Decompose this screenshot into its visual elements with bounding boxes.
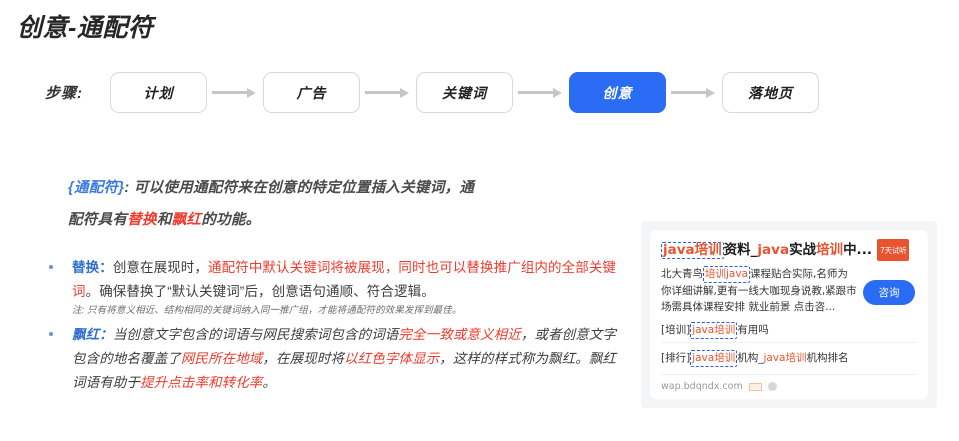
step-arrow [666,87,722,98]
bullet-segment: 以红色字体显示 [344,351,440,366]
ad-desc-segment: 北大青鸟 [661,268,703,280]
definition-colon: : [124,180,130,196]
steps-boxes: 计划 广告 关键词 创意 落地页 [110,72,819,113]
info-circle-icon[interactable] [767,382,777,391]
ad-sublink[interactable]: [培训]java培训有用吗 [661,321,917,339]
ad-sublink[interactable]: [排行]java培训机构_java培训机构排名 [661,349,917,367]
ad-sublink-segment: [培训] [661,324,691,336]
bullet-segment: ，或者创意文字包含的地名覆盖了 [72,327,617,366]
consult-button[interactable]: 咨询 [863,280,915,305]
bullet-lead: 替换： [72,260,113,275]
step-2[interactable]: 广告 [263,72,360,113]
ad-sublink-segment: 有用吗 [737,324,769,336]
ad-title[interactable]: java培训资料_java实战培训中... 7天试听 [661,239,917,261]
bullet-note: 注: 只有将意义相近、结构相同的关键词纳入同一推广组，才能将通配符的效果发挥到最… [72,305,462,316]
ad-mark-icon [748,382,762,391]
sublink-divider [661,342,917,343]
definition-replace-word: 替换 [127,212,157,228]
bullet-segment: ，在展现时将 [262,351,345,366]
ad-title-segment: 资料_ [723,241,758,258]
ad-footer-url[interactable]: wap.bdqndx.com [661,381,743,392]
ad-footer: wap.bdqndx.com [661,374,917,392]
definition-highlight-word: 飘红 [171,212,202,228]
step-label: 关键词 [442,84,487,101]
ad-sublink-segment: 机构_ [737,352,764,364]
wildcard-term: 通配符 [73,180,119,196]
ad-title-segment: 中... [843,241,872,258]
step-label: 计划 [143,84,174,101]
definition-paragraph: {通配符}: 可以使用通配符来在创意的特定位置插入关键词，通 配符具有替换和飘红… [68,172,573,236]
ad-sublink-segment: 机构排名 [806,352,849,364]
bullet-dot-icon [49,332,53,336]
ad-title-segment: 实战 [789,241,817,258]
bullet-text: 飘红：当创意文字包含的词语与网民搜索词包含的词语完全一致或意义相近，或者创意文字… [72,323,622,395]
bullet-lead: 飘红： [72,327,113,342]
step-label: 创意 [602,84,633,101]
brace-open: { [68,180,74,196]
definition-line2-a: 配符具有 [68,212,128,228]
bullet-item: 替换：创意在展现时，通配符中默认关键词将被展现，同时也可以替换推广组内的全部关键… [44,256,622,319]
step-arrow [513,87,569,98]
step-label: 广告 [296,84,327,101]
bullet-segment: 。 [262,375,277,390]
steps-flow: 步骤: 计划 广告 关键词 创意 落地页 [18,72,819,113]
bullet-text: 替换：创意在展现时，通配符中默认关键词将被展现，同时也可以替换推广组内的全部关键… [72,256,622,304]
ad-sublinks: [培训]java培训有用吗[排行]java培训机构_java培训机构排名 [661,321,917,367]
definition-line1: 可以使用通配符来在创意的特定位置插入关键词，通 [133,180,475,196]
ad-title-segment: 培训 [816,241,844,258]
bullet-segment: 当创意文字包含的词语与网民搜索词包含的词语 [112,327,399,342]
step-arrow [207,87,263,98]
bullet-list: 替换：创意在展现时，通配符中默认关键词将被展现，同时也可以替换推广组内的全部关键… [44,256,622,399]
ad-title-text: java培训资料_java实战培训中... [661,241,872,260]
bullet-segment: 。确保替换了“默认关键词”后，创意语句通顺、符合逻辑。 [85,284,435,299]
bullet-segment: 网民所在地域 [180,351,263,366]
brace-close: } [118,180,125,196]
step-5[interactable]: 落地页 [722,72,819,113]
step-3[interactable]: 关键词 [416,72,513,113]
bullet-segment: 通配符中默认关键词将被展现，同时也可以替换推广组内的全部关键词 [72,260,617,299]
bullet-segment: ，这样的样式称为飘红。飘红词语有助于 [72,351,617,390]
bullet-segment: 创意在展现时， [112,260,209,275]
ad-title-segment: java培训 [661,241,724,259]
step-label: 落地页 [748,84,793,101]
steps-label: 步骤: [45,85,83,102]
bullet-segment: 完全一致或意义相近 [398,327,521,342]
trial-badge: 7天试听 [876,239,910,261]
ad-sublink-segment: java培训 [690,350,738,367]
step-4-active[interactable]: 创意 [569,72,666,113]
definition-line2-b: 和 [156,212,172,228]
page-title: 创意-通配符 [17,14,154,42]
step-1[interactable]: 计划 [110,72,207,113]
ad-sublink-segment: java培训 [690,322,738,339]
bullet-segment: 提升点击率和转化率 [140,375,263,390]
ad-sublink-segment: java培训 [763,352,807,364]
bullet-dot-icon [49,265,53,269]
ad-sublink-segment: [排行] [661,352,691,364]
bullet-item: 飘红：当创意文字包含的词语与网民搜索词包含的词语完全一致或意义相近，或者创意文字… [44,323,622,395]
step-arrow [360,87,416,98]
ad-desc-segment: 课程贴合实际,名师为你详细讲解,更有一线大咖现身说教,紧跟市场需具体课程安排 就… [661,268,857,313]
ad-title-segment: java [757,241,790,258]
ad-desc-segment: 培训java [703,266,750,283]
definition-line2-c: 的功能。 [201,212,261,228]
